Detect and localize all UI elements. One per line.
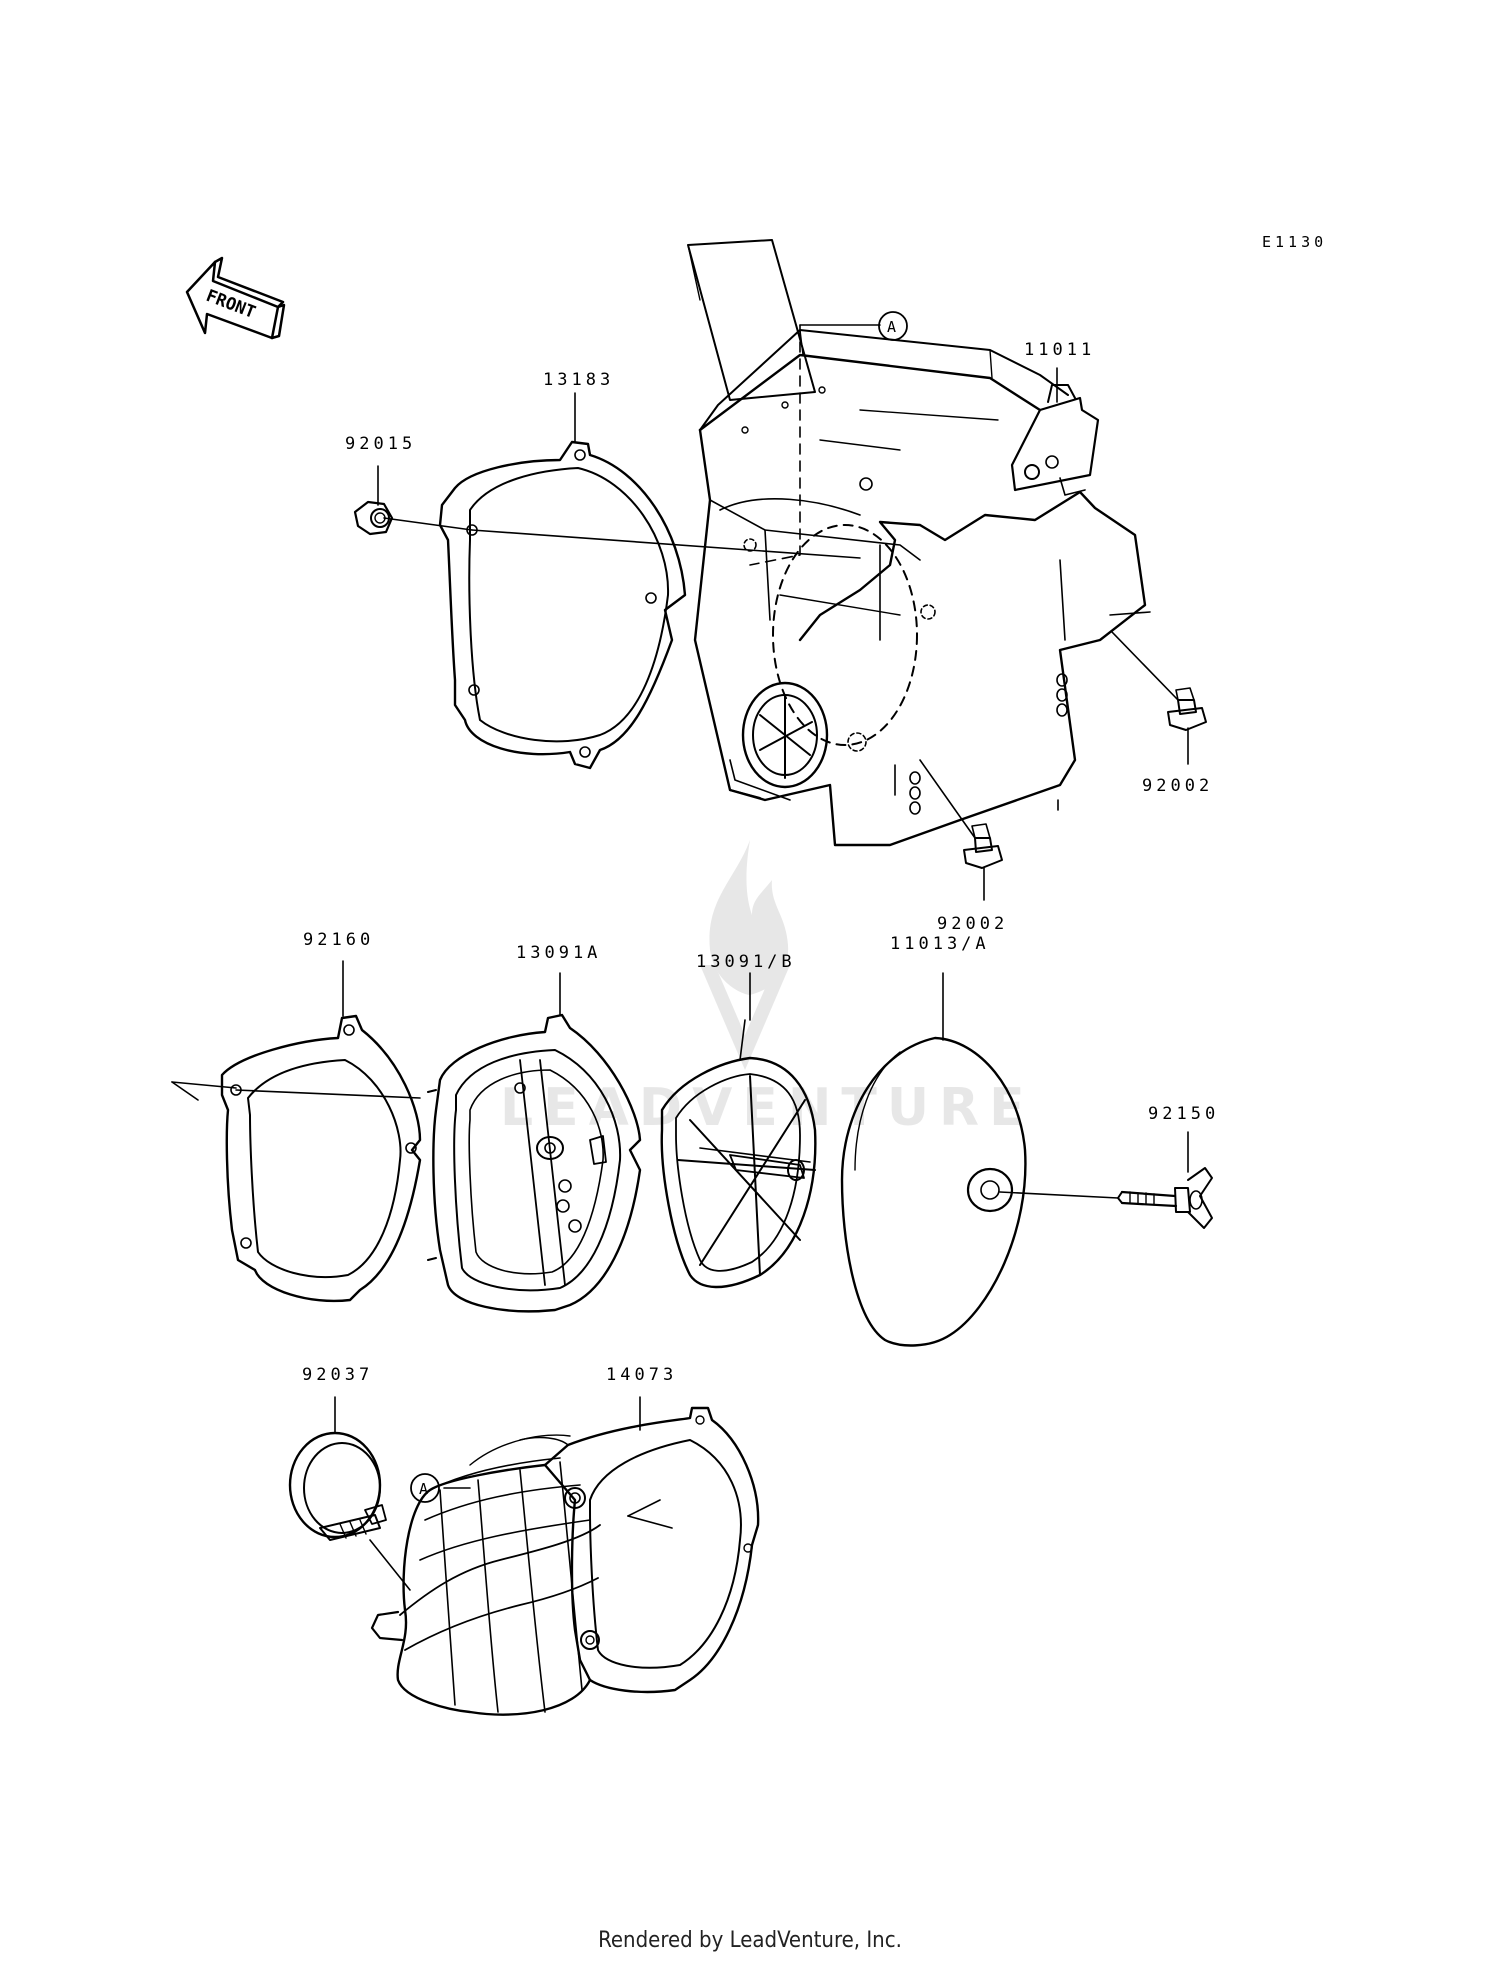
ref-marker-a-top: A: [879, 312, 907, 340]
watermark: LEADVENTURE: [500, 840, 1035, 1138]
filter-frame-drawing: [662, 1058, 816, 1287]
bolt-lower-drawing: [964, 824, 1002, 868]
filter-gasket-drawing: [222, 1016, 420, 1301]
part-label-92015[interactable]: 92015: [345, 434, 417, 454]
part-label-14073[interactable]: 14073: [606, 1365, 678, 1385]
part-label-13183[interactable]: 13183: [543, 370, 615, 390]
leader-lines: [172, 325, 1188, 1590]
bolt-right-drawing: [1168, 688, 1206, 730]
filter-holder-drawing: [428, 1015, 640, 1311]
part-label-13091a[interactable]: 13091A: [516, 943, 602, 963]
housing-gasket-drawing: [440, 442, 685, 768]
wing-bolt-drawing: [1118, 1168, 1212, 1228]
part-label-92002-right[interactable]: 92002: [1142, 776, 1214, 796]
air-filter-element-drawing: [842, 1038, 1025, 1345]
intake-duct-drawing: [372, 1408, 758, 1715]
footer-credit: Rendered by LeadVenture, Inc.: [598, 1928, 902, 1953]
svg-text:A: A: [887, 318, 896, 336]
part-label-11013a[interactable]: 11013/A: [890, 934, 990, 954]
part-label-92002-lower[interactable]: 92002: [937, 914, 1009, 934]
part-label-92150[interactable]: 92150: [1148, 1104, 1220, 1124]
hose-clamp-drawing: [290, 1433, 386, 1540]
part-label-13091b[interactable]: 13091/B: [696, 952, 796, 972]
part-label-11011[interactable]: 11011: [1024, 340, 1096, 360]
front-arrow-icon: FRONT: [187, 258, 284, 338]
svg-text:A: A: [419, 1480, 428, 1498]
watermark-text: LEADVENTURE: [500, 1078, 1035, 1138]
ref-marker-a-bottom: A: [411, 1474, 439, 1502]
diagram-code: E1130: [1262, 233, 1328, 251]
air-cleaner-housing-drawing: [688, 240, 1150, 845]
part-label-92160[interactable]: 92160: [303, 930, 375, 950]
part-label-92037[interactable]: 92037: [302, 1365, 374, 1385]
